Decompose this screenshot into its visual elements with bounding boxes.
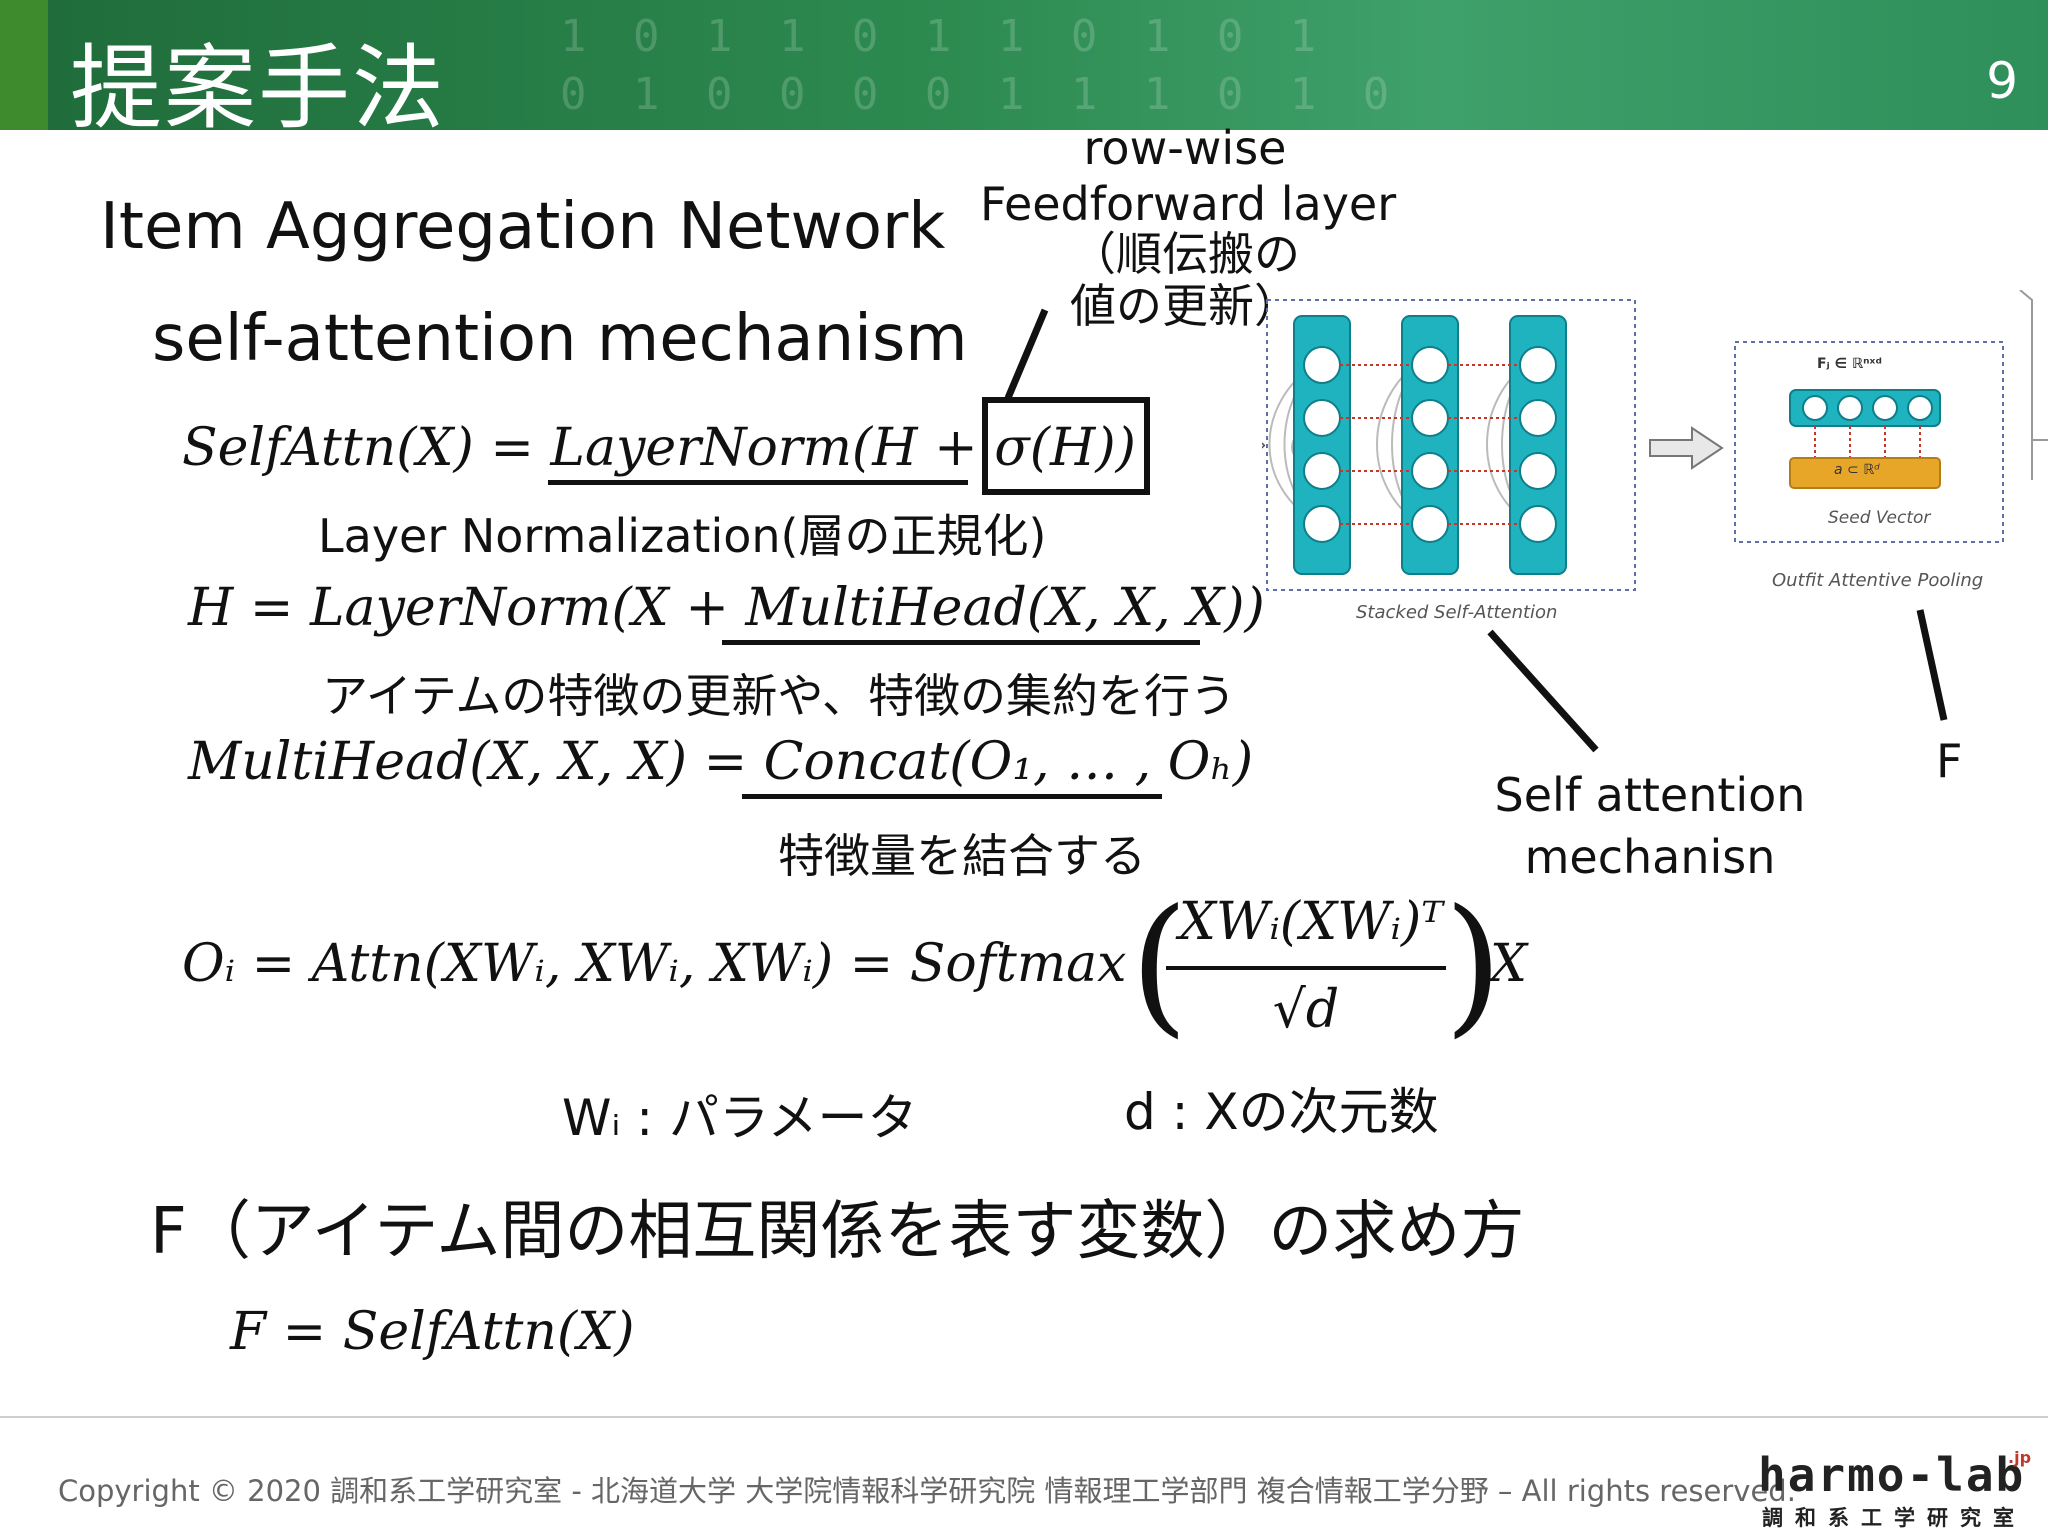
footer-divider [0,1416,2048,1418]
layer-connections [1340,364,1520,525]
arrow-right-icon [1649,426,1724,470]
callout-line: Feedforward layer [980,177,1397,231]
multihead-note: 特徴量を結合する [778,829,1146,883]
d-description: d : Xの次元数 [1124,1083,1439,1141]
stacked-self-attention-label: Stacked Self-Attention [1356,602,1558,623]
self-attention-pointer [1487,629,1599,753]
fj-label: Fⱼ ∈ ℝⁿˣᵈ [1817,356,1883,372]
selfattn-note: Layer Normalization(層の正規化) [318,509,1047,563]
feedforward-callout: row-wise Feedforward layer （順伝搬の 値の更新） [980,121,1397,334]
binary-row: 0 1 0 0 0 0 1 1 1 0 1 0 1 0 1 [560,69,1400,128]
attention-column [1293,315,1351,575]
harmo-lab-logo: harmo-lab .jp 調和系工学研究室 [1758,1448,2038,1530]
oi-equation-left: Oᵢ = Attn(XWᵢ, XWᵢ, XWᵢ) = Softmax [182,934,1127,994]
h-equation: H = LayerNorm(X + MultiHead(X, X, X)) [188,578,1265,638]
callout-line: mechanisn [1524,830,1776,884]
oi-numerator: XWᵢ(XWᵢ)ᵀ [1178,892,1444,952]
f-pointer [1916,609,1948,721]
logo-domain-suffix: .jp [2008,1448,2032,1467]
multihead-equation: MultiHead(X, X, X) = Concat(O₁, … , Oₕ) [188,732,1254,792]
self-attention-callout: Self attention mechanisn [1490,764,1810,888]
sigma-highlight-box [982,397,1150,495]
seed-vector-label: Seed Vector [1828,508,1931,528]
oi-denominator: √d [1272,980,1340,1040]
attention-column [1401,315,1459,575]
page-number: 9 [1986,52,2018,110]
section-subheading: self-attention mechanism [152,302,968,376]
fraction-bar [1166,966,1446,970]
header-accent-bar [0,0,48,130]
seed-vector-block [1789,457,1941,489]
attention-column [1509,315,1567,575]
oi-tail: X [1490,934,1528,994]
concat-underline [742,794,1162,799]
architecture-figure: › [1258,289,2048,630]
section-heading: Item Aggregation Network [100,190,946,264]
f-equation: F = SelfAttn(X) [230,1302,635,1362]
feedforward-pointer [1004,308,1049,400]
f-callout-label: F [1936,734,1963,788]
selfattn-equation: SelfAttn(X) = LayerNorm(H + σ(H)) [182,418,1136,478]
multihead-underline [722,640,1200,645]
h-note: アイテムの特徴の更新や、特徴の集約を行う [322,669,1237,723]
logo-subtitle: 調和系工学研究室 [1762,1506,2026,1530]
slide-header: 1 0 1 1 0 1 1 0 1 0 1 0 1 0 0 0 0 1 1 1 … [0,0,2048,130]
outfit-pooling-box [1734,341,2004,543]
left-paren: ( [1130,878,1189,1052]
callout-line: （順伝搬の [1070,227,1300,281]
logo-main-text: harmo-lab [1758,1448,2026,1502]
seed-label: a ⊂ ℝᵈ [1834,462,1880,478]
wi-description: Wᵢ : パラメータ [562,1089,918,1147]
layernorm-underline [548,480,968,485]
outfit-pooling-label: Outfit Attentive Pooling [1772,570,1984,591]
svg-text:›: › [1262,433,1267,458]
binary-row: 1 0 1 1 0 1 1 0 1 0 1 [560,11,1327,62]
architecture-diagram: › [1258,289,2048,591]
stacked-self-attention-box [1266,299,1636,591]
fj-block [1789,389,1941,427]
slide-title: 提案手法 [70,35,447,130]
header-binary-pattern: 1 0 1 1 0 1 1 0 1 0 1 0 1 0 0 0 0 1 1 1 … [560,8,1460,128]
callout-line: row-wise [1083,121,1287,175]
right-paren: ) [1444,878,1503,1052]
copyright-text: Copyright © 2020 調和系工学研究室 - 北海道大学 大学院情報科… [58,1474,1796,1508]
continuation-bracket [2019,289,2048,480]
pooling-connections [1814,426,1921,458]
callout-line: 値の更新） [1070,279,1300,333]
f-section-heading: F（アイテム間の相互関係を表す変数）の求め方 [150,1195,1525,1269]
callout-line: Self attention [1494,768,1806,822]
